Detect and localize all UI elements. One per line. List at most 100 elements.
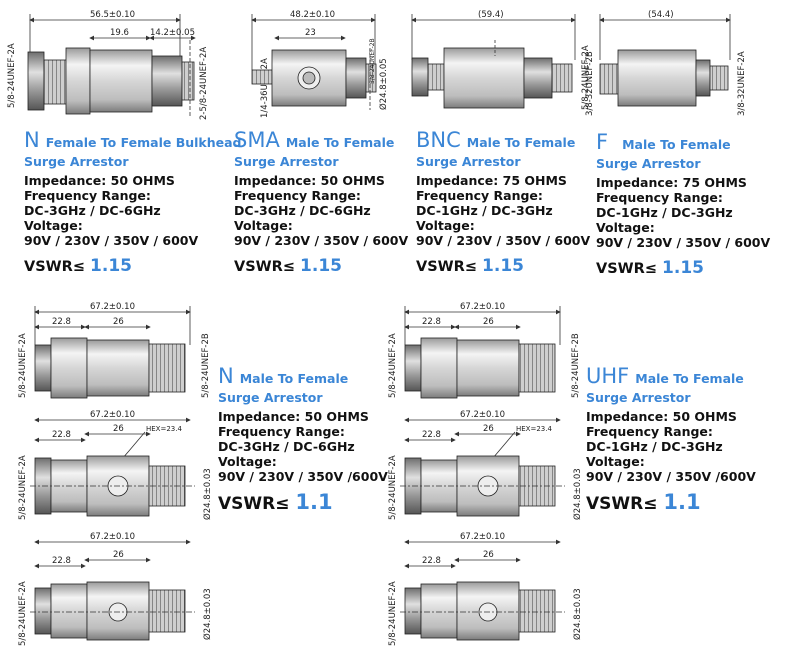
- connector-type: SMA: [234, 128, 280, 152]
- connector-sub: Surge Arrestor: [586, 390, 691, 405]
- svg-text:14.2±0.05: 14.2±0.05: [150, 28, 195, 38]
- svg-text:67.2±0.10: 67.2±0.10: [90, 410, 135, 420]
- vswr: VSWR≤ 1.15: [24, 256, 132, 276]
- connector-desc: Male To Female: [466, 135, 576, 150]
- svg-text:HEX=23.4: HEX=23.4: [146, 425, 182, 433]
- svg-text:26: 26: [483, 550, 494, 560]
- svg-text:3/8-32UNEF-2B: 3/8-32UNEF-2B: [585, 51, 595, 116]
- connector-desc: Male To Female: [239, 371, 349, 386]
- freq-label: Frequency Range:: [218, 424, 345, 439]
- svg-text:1/4-36UNS-2A: 1/4-36UNS-2A: [260, 58, 270, 118]
- svg-text:26: 26: [113, 424, 124, 434]
- svg-text:48.2±0.10: 48.2±0.10: [290, 10, 335, 20]
- freq-label: Frequency Range:: [234, 188, 361, 203]
- svg-text:Ø24.8±0.03: Ø24.8±0.03: [572, 588, 583, 640]
- svg-text:3/8-32UNEF-2A: 3/8-32UNEF-2A: [737, 51, 747, 116]
- svg-text:Ø24.8±0.03: Ø24.8±0.03: [202, 468, 213, 520]
- svg-text:23: 23: [305, 28, 316, 38]
- drawing-sma: 48.2±0.10 23 1/4-36UNS-2A Ø24.8±0.05 5/8…: [251, 10, 389, 118]
- drawing-n-male-female: 67.2±0.10 22.8 26 5/8-24UNEF-2A 5/8-24UN…: [18, 302, 213, 646]
- svg-text:5/8-24UNEF-2B: 5/8-24UNEF-2B: [201, 333, 211, 398]
- connector-type: BNC: [416, 128, 461, 152]
- svg-text:67.2±0.10: 67.2±0.10: [460, 532, 505, 542]
- dim-overall: 56.5±0.10: [90, 10, 135, 20]
- svg-text:22.8: 22.8: [422, 556, 441, 566]
- svg-text:26: 26: [483, 317, 494, 327]
- svg-text:5/8-24UNEF-2B: 5/8-24UNEF-2B: [369, 38, 376, 84]
- freq-label: Frequency Range:: [586, 424, 713, 439]
- spec-n-male-female: N Male To Female Surge Arrestor Impedance…: [218, 364, 388, 515]
- impedance: Impedance: 50 OHMS: [234, 173, 385, 188]
- connector-desc: Female To Female Bulkhead: [45, 135, 242, 150]
- svg-text:5/8-24UNEF-2B: 5/8-24UNEF-2B: [571, 333, 581, 398]
- svg-text:5/8-24UNEF-2A: 5/8-24UNEF-2A: [388, 581, 398, 646]
- svg-text:5/8-24UNEF-2A: 5/8-24UNEF-2A: [581, 45, 591, 110]
- connector-sub: Surge Arrestor: [24, 154, 129, 169]
- voltage-label: Voltage:: [218, 454, 277, 469]
- svg-text:5/8-24UNEF-2A: 5/8-24UNEF-2A: [18, 581, 28, 646]
- connector-type: UHF: [586, 364, 630, 388]
- voltage-label: Voltage:: [596, 220, 655, 235]
- svg-text:Ø24.8±0.03: Ø24.8±0.03: [202, 588, 213, 640]
- connector-desc: Male To Female: [635, 371, 744, 386]
- voltage-value: 90V / 230V / 350V / 600V: [24, 233, 199, 248]
- voltage-value: 90V / 230V / 350V / 600V: [416, 233, 591, 248]
- impedance: Impedance: 75 OHMS: [416, 173, 567, 188]
- voltage-label: Voltage:: [24, 218, 83, 233]
- connector-sub: Surge Arrestor: [218, 390, 323, 405]
- spec-n-bulkhead: N Female To Female Bulkhead Surge Arresto…: [24, 128, 242, 277]
- vswr: VSWR≤ 1.15: [234, 256, 342, 276]
- connector-type: N: [24, 128, 40, 152]
- svg-text:5/8-24UNEF-2A: 5/8-24UNEF-2A: [18, 333, 28, 398]
- freq-value: DC-1GHz / DC-3GHz: [596, 205, 733, 220]
- svg-text:67.2±0.10: 67.2±0.10: [90, 532, 135, 542]
- voltage-label: Voltage:: [586, 454, 645, 469]
- connector-sub: Surge Arrestor: [416, 154, 521, 169]
- svg-text:19.6: 19.6: [110, 28, 129, 38]
- vswr: VSWR≤ 1.15: [416, 256, 524, 276]
- svg-text:(59.4): (59.4): [478, 10, 504, 20]
- impedance: Impedance: 50 OHMS: [218, 409, 369, 424]
- svg-text:26: 26: [113, 317, 124, 327]
- freq-label: Frequency Range:: [416, 188, 543, 203]
- freq-value: DC-3GHz / DC-6GHz: [218, 439, 355, 454]
- svg-text:HEX=23.4: HEX=23.4: [516, 425, 552, 433]
- connector-type: N: [218, 364, 234, 388]
- voltage-value: 90V / 230V / 350V /600V: [218, 469, 388, 484]
- impedance: Impedance: 75 OHMS: [596, 175, 747, 190]
- svg-text:26: 26: [483, 424, 494, 434]
- freq-label: Frequency Range:: [596, 190, 723, 205]
- vswr: VSWR≤ 1.15: [596, 258, 704, 278]
- drawing-bnc: (59.4) 5/8-24UNEF-2A: [411, 10, 591, 110]
- freq-value: DC-3GHz / DC-6GHz: [24, 203, 161, 218]
- voltage-label: Voltage:: [416, 218, 475, 233]
- freq-value: DC-3GHz / DC-6GHz: [234, 203, 371, 218]
- connector-type: F: [596, 130, 609, 154]
- svg-text:5/8-24UNEF-2A: 5/8-24UNEF-2A: [18, 455, 28, 520]
- spec-bnc: BNC Male To Female Surge Arrestor Impedan…: [416, 128, 591, 277]
- svg-text:(54.4): (54.4): [648, 10, 674, 20]
- svg-text:Ø24.8±0.03: Ø24.8±0.03: [572, 468, 583, 520]
- vswr: VSWR≤ 1.1: [218, 490, 333, 514]
- svg-text:5/8-24UNEF-2A: 5/8-24UNEF-2A: [388, 455, 398, 520]
- svg-text:22.8: 22.8: [52, 556, 71, 566]
- freq-label: Frequency Range:: [24, 188, 151, 203]
- drawing-f: (54.4) 3/8-32UNEF-2B 3/8-32UNEF-2A: [585, 10, 747, 116]
- svg-text:5/8-24UNEF-2A: 5/8-24UNEF-2A: [7, 43, 17, 108]
- svg-text:5/8-24UNEF-2A: 5/8-24UNEF-2A: [388, 333, 398, 398]
- connector-desc: Male To Female: [622, 137, 731, 152]
- voltage-value: 90V / 230V / 350V / 600V: [596, 235, 771, 250]
- impedance: Impedance: 50 OHMS: [586, 409, 737, 424]
- svg-text:22.8: 22.8: [52, 430, 71, 440]
- spec-uhf-male-female: UHF Male To Female Surge Arrestor Impedan…: [586, 364, 756, 515]
- freq-value: DC-1GHz / DC-3GHz: [586, 439, 723, 454]
- voltage-value: 90V / 230V / 350V / 600V: [234, 233, 409, 248]
- vswr: VSWR≤ 1.1: [586, 490, 701, 514]
- svg-text:67.2±0.10: 67.2±0.10: [460, 302, 505, 312]
- freq-value: DC-1GHz / DC-3GHz: [416, 203, 553, 218]
- impedance: Impedance: 50 OHMS: [24, 173, 175, 188]
- svg-text:67.2±0.10: 67.2±0.10: [90, 302, 135, 312]
